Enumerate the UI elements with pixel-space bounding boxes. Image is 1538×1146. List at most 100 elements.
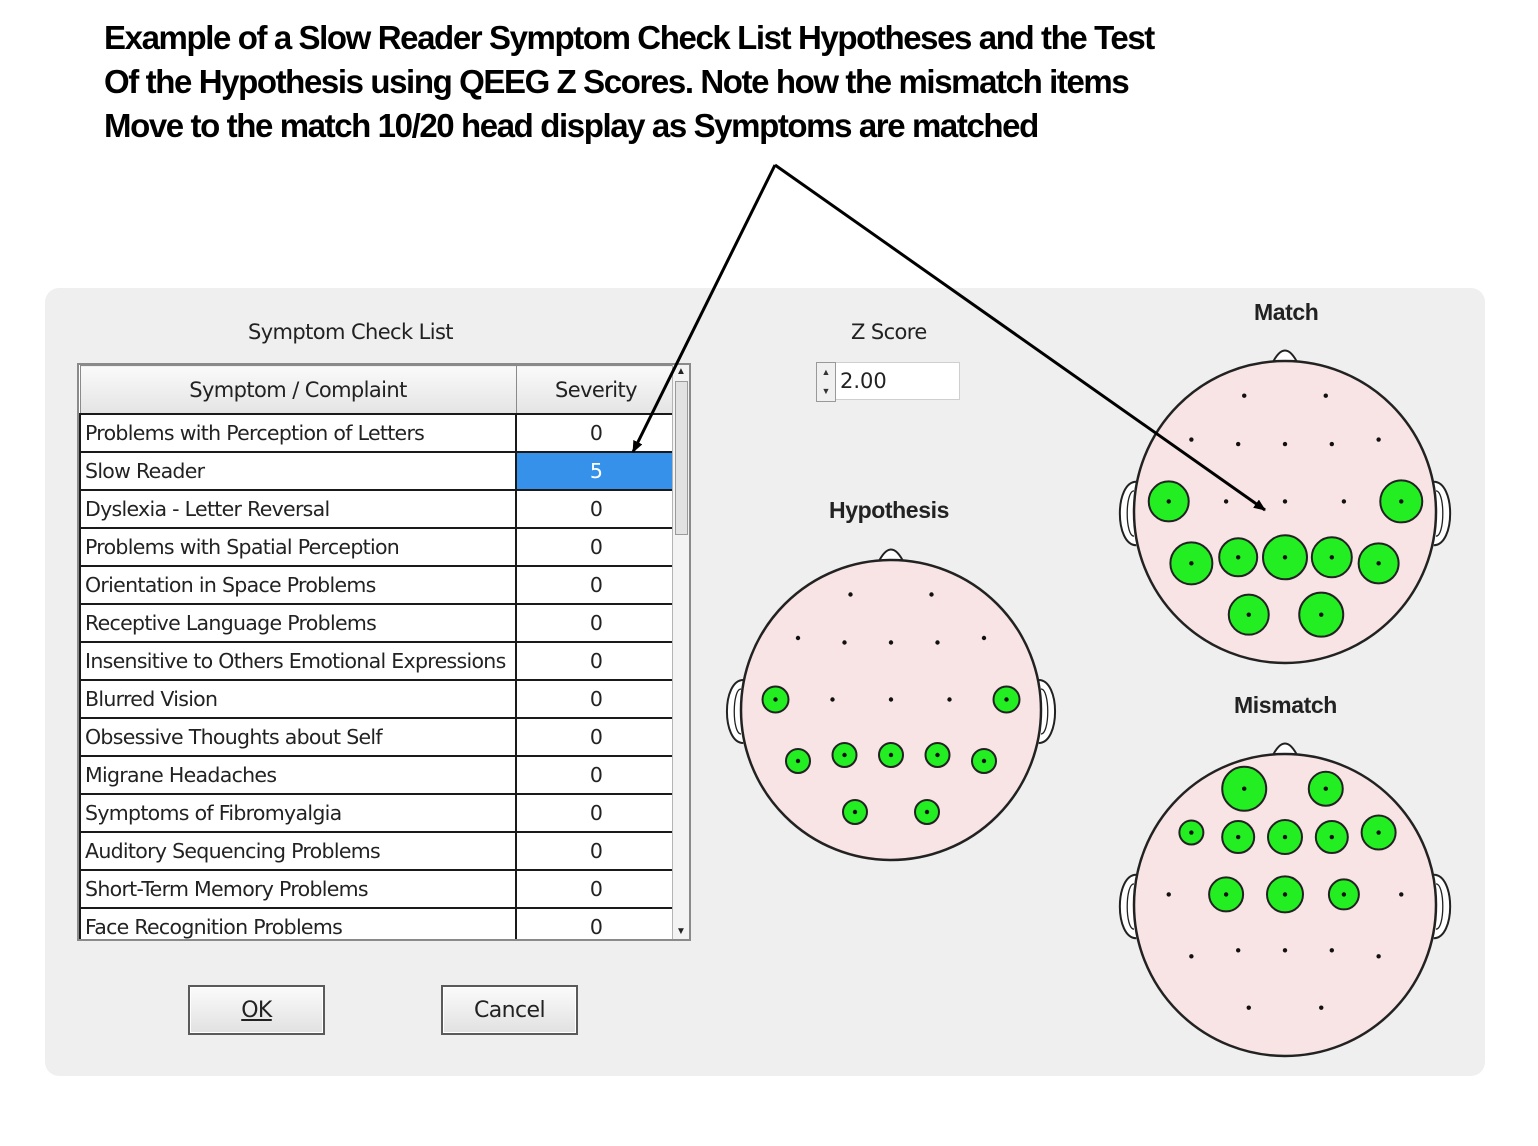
scroll-up-icon[interactable]: ▲: [676, 366, 686, 377]
electrode-c3: [1223, 499, 1229, 504]
electrode-p3: [1235, 555, 1241, 560]
ok-button[interactable]: OK: [188, 985, 325, 1035]
electrode-t4: [1004, 697, 1009, 702]
spinner-buttons[interactable]: ▲ ▼: [816, 362, 836, 402]
right-ear-icon: [1433, 480, 1452, 547]
mismatch-label: Mismatch: [1234, 692, 1337, 718]
electrode-fp2: [1323, 393, 1328, 398]
symptom-cell[interactable]: Face Recognition Problems: [79, 907, 517, 939]
symptom-cell[interactable]: Orientation in Space Problems: [79, 565, 517, 605]
electrode-fp2: [929, 592, 934, 597]
left-ear-inner: [1126, 883, 1135, 930]
symptom-table: Symptom / Complaint Severity Problems wi…: [79, 365, 677, 939]
caption-line-3: Move to the match 10/20 head display as …: [104, 107, 1039, 144]
electrode-pz: [1282, 948, 1288, 953]
electrode-fz: [1282, 441, 1288, 447]
electrode-cz: [1282, 892, 1288, 897]
match-label: Match: [1254, 299, 1319, 325]
electrode-pz: [888, 752, 894, 758]
left-ear-inner: [733, 688, 742, 735]
severity-cell[interactable]: 0: [515, 679, 677, 719]
electrode-f7: [795, 635, 801, 641]
electrode-t3: [1166, 499, 1171, 504]
scrollbar-thumb[interactable]: [675, 381, 688, 535]
electrode-o1: [852, 809, 858, 815]
symptom-cell[interactable]: Short-Term Memory Problems: [79, 869, 517, 909]
severity-cell[interactable]: 0: [515, 717, 677, 757]
electrode-p3: [1235, 948, 1241, 953]
electrode-p4: [1329, 948, 1335, 953]
cancel-button-label: Cancel: [474, 997, 546, 1023]
electrode-o1: [1246, 612, 1251, 617]
symptom-cell[interactable]: Dyslexia - Letter Reversal: [79, 489, 517, 529]
symptom-cell[interactable]: Problems with Spatial Perception: [79, 527, 517, 567]
symptom-cell[interactable]: Slow Reader: [79, 451, 517, 491]
symptom-cell[interactable]: Problems with Perception of Letters: [79, 413, 517, 453]
symptom-grid[interactable]: Symptom / Complaint Severity Problems wi…: [77, 363, 691, 941]
spin-down-icon[interactable]: ▼: [821, 386, 831, 396]
electrode-fp2: [1323, 786, 1328, 791]
ok-button-label: OK: [241, 997, 272, 1023]
symptom-cell[interactable]: Migrane Headaches: [79, 755, 517, 795]
symptom-cell[interactable]: Symptoms of Fibromyalgia: [79, 793, 517, 833]
severity-cell[interactable]: 0: [515, 489, 677, 529]
caption: Example of a Slow Reader Symptom Check L…: [104, 16, 1464, 148]
electrode-p3: [842, 752, 847, 758]
left-ear-icon: [726, 679, 744, 744]
electrode-o2: [924, 809, 930, 815]
electrode-t3: [1166, 892, 1171, 897]
symptom-cell[interactable]: Insensitive to Others Emotional Expressi…: [79, 641, 517, 681]
severity-cell[interactable]: 0: [515, 565, 677, 605]
severity-cell[interactable]: 0: [515, 869, 677, 909]
severity-cell[interactable]: 5: [515, 451, 677, 491]
severity-cell[interactable]: 0: [515, 907, 677, 939]
severity-cell[interactable]: 0: [515, 603, 677, 643]
electrode-c4: [1341, 892, 1347, 897]
symptom-cell[interactable]: Auditory Sequencing Problems: [79, 831, 517, 871]
symptom-cell[interactable]: Blurred Vision: [79, 679, 517, 719]
zscore-label: Z Score: [851, 320, 927, 344]
electrode-cz: [888, 697, 894, 702]
left-ear-icon: [1118, 873, 1137, 940]
electrode-f4: [1329, 834, 1335, 840]
electrode-c3: [1223, 892, 1229, 897]
spin-up-icon[interactable]: ▲: [821, 367, 831, 377]
severity-cell[interactable]: 0: [515, 527, 677, 567]
symptom-cell[interactable]: Receptive Language Problems: [79, 603, 517, 643]
grid-scrollbar[interactable]: ▲ ▼: [672, 365, 689, 939]
table-row[interactable]: Insensitive to Others Emotional Expressi…: [79, 641, 677, 681]
right-ear-inner: [1435, 883, 1444, 930]
electrode-f8: [1376, 830, 1381, 835]
cancel-button[interactable]: Cancel: [441, 985, 578, 1035]
zscore-input[interactable]: [836, 362, 960, 400]
electrode-c4: [947, 697, 952, 702]
symptom-cell[interactable]: Obsessive Thoughts about Self: [79, 717, 517, 757]
electrode-fp1: [1242, 393, 1247, 398]
caption-line-1: Example of a Slow Reader Symptom Check L…: [104, 19, 1155, 56]
electrode-t5: [1189, 954, 1194, 959]
zscore-spinner[interactable]: ▲ ▼: [816, 362, 964, 402]
electrode-f7: [1189, 830, 1194, 835]
header-row: Symptom / Complaint Severity: [79, 365, 677, 415]
electrode-f3: [842, 640, 847, 645]
scroll-down-icon[interactable]: ▼: [676, 926, 686, 937]
electrode-t4: [1399, 892, 1404, 897]
column-header-severity[interactable]: Severity: [515, 365, 677, 415]
severity-cell[interactable]: 0: [515, 641, 677, 681]
electrode-p4: [1329, 555, 1335, 560]
severity-cell[interactable]: 0: [515, 793, 677, 833]
electrode-t6: [1376, 561, 1381, 566]
